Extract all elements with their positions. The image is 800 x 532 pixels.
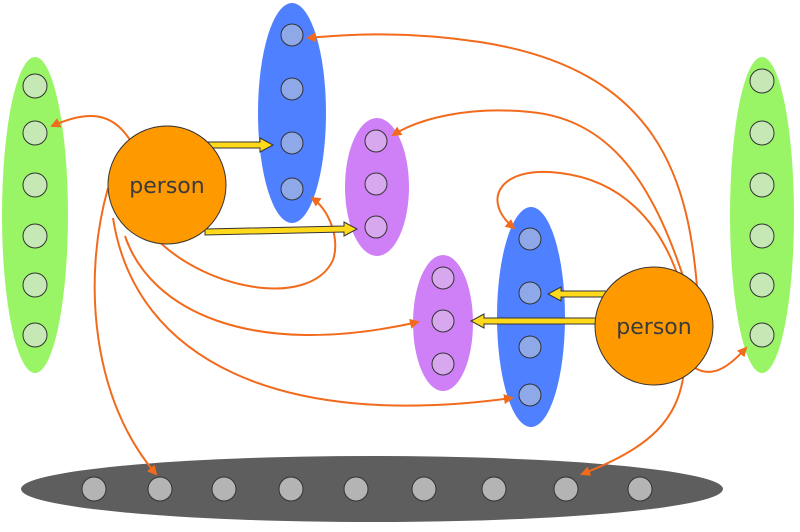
node — [749, 322, 775, 348]
edge-right-to-blue-top — [306, 32, 699, 301]
person-right: person — [594, 266, 714, 386]
person-label: person — [616, 315, 691, 340]
node — [364, 172, 388, 196]
edge-right-to-gray — [580, 371, 685, 476]
node — [147, 476, 173, 502]
node — [518, 281, 542, 305]
edge-right-to-purple-top — [391, 109, 691, 299]
blue-group-top — [258, 3, 326, 223]
node — [81, 476, 107, 502]
person-label: person — [129, 174, 204, 199]
node — [22, 73, 48, 99]
node — [364, 129, 388, 153]
node — [22, 172, 48, 198]
node — [22, 223, 48, 249]
node — [280, 77, 304, 101]
node — [364, 215, 388, 239]
node — [22, 120, 48, 146]
node — [749, 223, 775, 249]
node — [280, 177, 304, 201]
person-circle — [107, 125, 227, 245]
node — [343, 476, 369, 502]
edge-left-to-purple-mid — [124, 235, 420, 336]
edge-left-to-blue-mid — [112, 217, 514, 407]
node — [749, 172, 775, 198]
block-arrows — [204, 137, 608, 329]
node — [627, 476, 653, 502]
blue-mid-nodes — [518, 227, 542, 407]
edges — [50, 32, 748, 476]
node — [749, 120, 775, 146]
node — [280, 23, 304, 47]
node — [518, 227, 542, 251]
green-group-right — [730, 57, 794, 373]
purple-mid-nodes — [431, 266, 455, 376]
node — [22, 322, 48, 348]
blue-top-nodes — [280, 23, 304, 201]
green-group-left — [2, 57, 68, 373]
node — [481, 476, 507, 502]
edge-left-to-gray — [93, 187, 158, 476]
edge-left-to-green — [50, 114, 131, 141]
block-arrow-left-to-blue-top — [204, 137, 275, 153]
block-arrow-right-to-blue-mid — [546, 286, 608, 302]
node — [518, 383, 542, 407]
node — [431, 352, 455, 376]
green-right-nodes — [749, 68, 775, 348]
node — [749, 68, 775, 94]
edge-right-to-green — [694, 346, 748, 373]
node — [553, 476, 579, 502]
node — [280, 131, 304, 155]
edge-left-to-blue-top — [149, 196, 337, 290]
node — [431, 266, 455, 290]
green-left-nodes — [22, 73, 48, 348]
gray-group-bottom — [21, 456, 723, 522]
node — [211, 476, 237, 502]
person-left: person — [107, 125, 227, 245]
node — [22, 272, 48, 298]
node — [431, 309, 455, 333]
blue-group-mid — [497, 207, 565, 427]
node — [749, 272, 775, 298]
block-arrow-right-to-purple-mid — [469, 313, 599, 329]
person-circle — [594, 266, 714, 386]
edge-right-to-blue-mid — [496, 170, 681, 283]
node — [278, 476, 304, 502]
block-arrow-left-to-purple-top — [204, 221, 359, 237]
node — [518, 335, 542, 359]
purple-top-nodes — [364, 129, 388, 239]
gray-bottom-nodes — [81, 476, 653, 502]
node — [411, 476, 437, 502]
